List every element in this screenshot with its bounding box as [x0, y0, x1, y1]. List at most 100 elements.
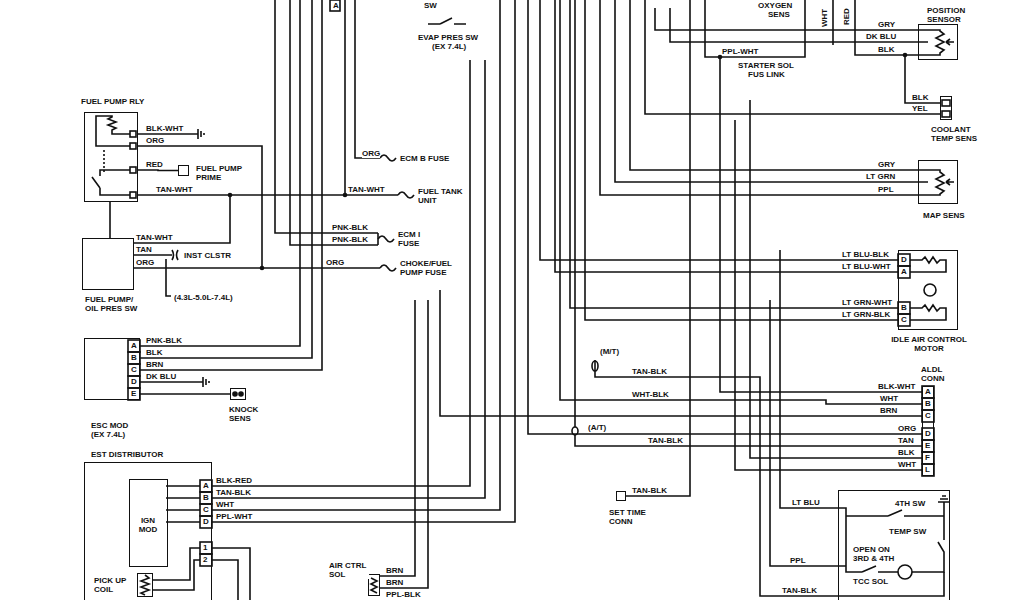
wire: [670, 8, 918, 42]
wire: [134, 254, 172, 256]
pin-label: C: [925, 411, 931, 420]
component-label: TCC SOL: [853, 577, 888, 586]
pin-label: B: [925, 399, 931, 408]
wire-color-label: WHT: [880, 394, 898, 403]
connector-pin: [128, 376, 140, 388]
wire-color-label: WHT: [216, 500, 234, 509]
wire: [630, 0, 918, 170]
connector-pin: [922, 428, 934, 440]
wire: [212, 60, 485, 498]
connector-symbol: [172, 250, 178, 260]
component-label: POSITION SENSOR: [927, 6, 973, 24]
component-label: INST CLSTR: [184, 251, 231, 260]
connector-pin: [330, 0, 340, 11]
distributor-box: EST DISTRIBUTORIGN MODPICK UP COIL: [84, 462, 212, 600]
terminal: [942, 111, 950, 117]
wire-color-label: GRY: [878, 20, 895, 29]
wire: [626, 0, 690, 496]
wire-color-label: BLK-WHT: [146, 124, 183, 133]
pin-label: D: [901, 255, 907, 264]
connector-pin: [200, 554, 212, 566]
wire-color-label: TAN-BLK: [782, 586, 817, 595]
motor-box: IDLE AIR CONTROL MOTOR: [898, 250, 958, 330]
component-label: IGN MOD: [131, 516, 165, 534]
relay-contact: [92, 170, 130, 195]
wire-color-label: TAN-BLK: [632, 486, 667, 495]
connector-pin: [128, 364, 140, 376]
wire-color-label: LT GRN-WHT: [842, 298, 892, 307]
wire: [838, 566, 944, 596]
junction-dot: [260, 266, 265, 271]
splice-symbol: [572, 427, 578, 435]
wire-color-label: WHT: [820, 9, 829, 27]
fuse-symbol: [378, 236, 394, 242]
component-label: 4TH SW: [895, 499, 925, 508]
component-label: TEMP SW: [889, 527, 926, 536]
connector-box: SET TIME CONN: [616, 491, 626, 501]
component-label: IDLE AIR CONTROL MOTOR: [889, 335, 969, 353]
wire: [905, 55, 940, 103]
component-label: FUEL PUMP RLY: [81, 97, 144, 106]
wire: [574, 0, 576, 427]
wiper-arrow: [946, 179, 954, 185]
connector-pin: [922, 464, 934, 476]
component-label: CHOKE/FUEL: [400, 259, 452, 268]
component-label: SENS: [768, 10, 790, 19]
wire: [212, 60, 470, 486]
wire: [780, 250, 838, 508]
connector-pin: [128, 340, 140, 352]
wire-color-label: BLK: [878, 45, 894, 54]
pin-label: L: [925, 465, 930, 474]
junction-dot: [343, 193, 348, 198]
solenoid-symbol: AIR CTRL SOL: [368, 574, 380, 596]
note-label: (M/T): [600, 347, 619, 356]
wire: [770, 300, 838, 566]
wire-color-label: PNK-BLK: [146, 336, 182, 345]
wiper-arrow: [946, 39, 954, 45]
wire-color-label: TAN-BLK: [648, 436, 683, 445]
wire: [140, 381, 203, 383]
pin-label: B: [203, 493, 209, 502]
component-label: FUS LINK: [748, 70, 785, 79]
wire-color-label: BRN: [386, 566, 403, 575]
wire: [212, 0, 515, 522]
junction-dot: [903, 53, 908, 58]
resistor-symbol: [918, 30, 944, 55]
splice-symbol: [592, 361, 598, 371]
wire-color-label: BLK: [912, 93, 928, 102]
wire: [570, 0, 898, 308]
terminal-dot: [233, 392, 237, 396]
component-label: FUEL PUMP PRIME: [196, 164, 248, 182]
resistor-symbol: [918, 170, 944, 195]
component-label: FUEL PUMP/ OIL PRES SW: [85, 295, 147, 313]
pin-label: D: [131, 377, 137, 386]
wire-color-label: ORG: [136, 258, 154, 267]
wire: [585, 0, 898, 320]
wire: [750, 100, 922, 458]
wire: [595, 360, 838, 596]
wire-connector: [140, 393, 230, 395]
wire: [575, 435, 922, 446]
wire-color-label: ORG: [362, 149, 380, 158]
connector-pin: [922, 410, 934, 422]
pin-label: A: [901, 267, 907, 276]
wire-color-label: TAN-WHT: [136, 233, 173, 242]
wire: [615, 0, 918, 182]
connector-pin: [922, 386, 934, 398]
coil-lead: [153, 548, 200, 590]
switch-symbol: [846, 510, 944, 516]
wire-color-label: BRN: [880, 406, 897, 415]
ground-symbol: [938, 496, 950, 516]
ground-symbol: [203, 377, 209, 387]
wire-color-label: PPL: [790, 556, 806, 565]
wire: [560, 0, 922, 404]
junction-dot: [228, 193, 233, 198]
wire-connector: [109, 202, 111, 238]
terminal: [942, 100, 950, 106]
component-label: ESC MOD: [91, 421, 128, 430]
coil-symbol: PICK UP COIL: [137, 573, 153, 597]
wire: [355, 0, 380, 158]
terminal: [130, 131, 136, 137]
note-label: (4.3L-5.0L-7.4L): [174, 293, 233, 302]
fuse-symbol: [380, 155, 396, 161]
